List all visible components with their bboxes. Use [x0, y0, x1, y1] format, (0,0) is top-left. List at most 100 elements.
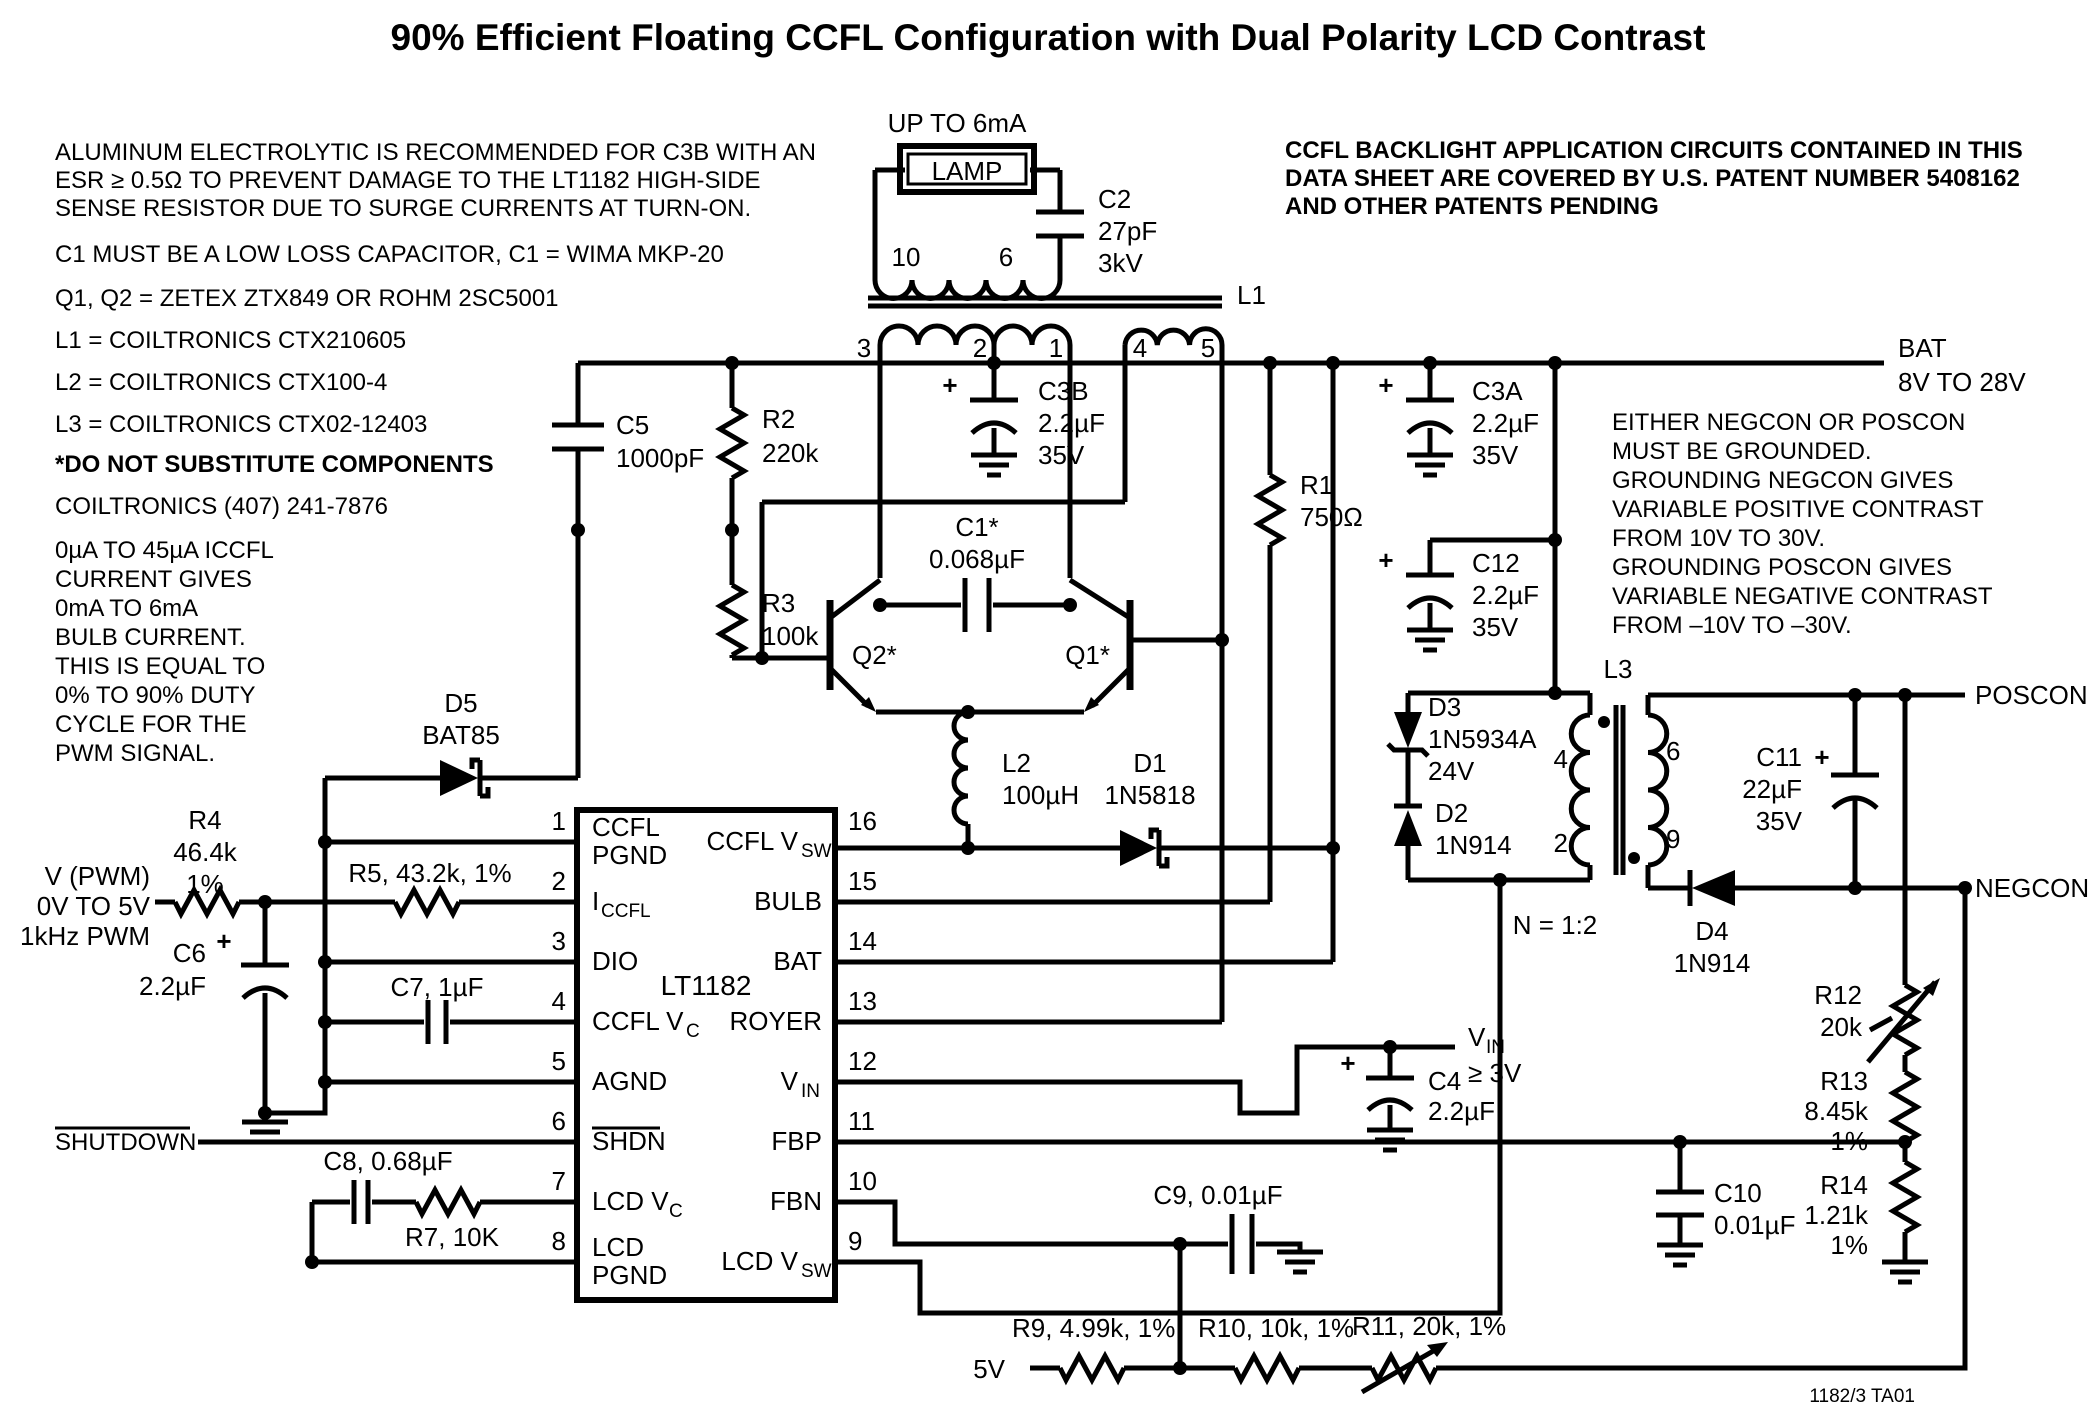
pin-number: 5 [552, 1046, 566, 1076]
note-patent: CCFL BACKLIGHT APPLICATION CIRCUITS CONT… [1285, 137, 2023, 220]
junction-dot [1326, 356, 1340, 370]
ic-pin-labels-left: CCFL PGND I CCFL DIO CCFL V C AGND SHDN … [592, 812, 700, 1290]
pin-number: 1 [552, 806, 566, 836]
r2-value: 220k [762, 438, 819, 468]
d5-cathode [469, 757, 491, 799]
c7-label: C7, 1µF [390, 972, 483, 1002]
pin-label-lcd-vsw-sub: SW [801, 1261, 832, 1282]
doc-id: 1182/3 TA01 [1809, 1386, 1915, 1407]
resistor-r9 [1057, 1350, 1127, 1386]
lamp-label: LAMP [932, 156, 1003, 186]
q1-emitter [1090, 666, 1132, 708]
diodes [440, 712, 1735, 906]
r14-value: 1.21k [1804, 1200, 1869, 1230]
note-line: 0µA TO 45µA ICCFL [55, 537, 274, 564]
c11-value: 22µF [1742, 774, 1802, 804]
d1-triangle [1120, 830, 1157, 866]
cap-c5 [552, 422, 604, 452]
d2-ref: D2 [1435, 798, 1468, 828]
pin-number: 7 [552, 1166, 566, 1196]
junction-dot [1383, 1040, 1397, 1054]
junction-dot [1326, 841, 1340, 855]
vin-label: V [1468, 1022, 1486, 1052]
junction-dot [258, 1106, 272, 1120]
d2-part: 1N914 [1435, 830, 1512, 860]
pin-number: 14 [848, 926, 877, 956]
note-line: EITHER NEGCON OR POSCON [1612, 409, 1965, 436]
q2-emitter-arrow [861, 697, 876, 712]
r13-tolerance: 1% [1830, 1126, 1868, 1156]
c1-value: 0.068µF [929, 544, 1025, 574]
q1-emitter-arrow [1084, 697, 1099, 712]
junction-dot [1263, 356, 1277, 370]
pin-label-vin-sub: IN [801, 1081, 820, 1102]
l1-pin-2: 2 [973, 333, 987, 363]
junction-dot [318, 1075, 332, 1089]
r14-tolerance: 1% [1830, 1230, 1868, 1260]
d1-cathode [1148, 827, 1170, 869]
junction-dot [1423, 356, 1437, 370]
q1-ref: Q1* [1065, 640, 1110, 670]
pin-label-agnd: AGND [592, 1066, 667, 1096]
lamp-box-outer [897, 143, 1037, 195]
cap-c1 [962, 578, 992, 632]
cap-c2 [1036, 209, 1084, 239]
pin-label-lcd-vc-sub: C [669, 1201, 683, 1222]
pin-label-lcd-vc: LCD V [592, 1186, 669, 1216]
c10-ref: C10 [1714, 1178, 1762, 1208]
pin-label-iccfl-sub: CCFL [601, 901, 651, 922]
vin-label-sub: IN [1486, 1037, 1505, 1058]
r2-ref: R2 [762, 404, 795, 434]
junction-dot [318, 955, 332, 969]
d4-ref: D4 [1695, 916, 1728, 946]
bat-label: BAT [1898, 333, 1947, 363]
d3-ref: D3 [1428, 692, 1461, 722]
l1-pin-1: 1 [1049, 333, 1063, 363]
r1-ref: R1 [1300, 470, 1333, 500]
c12-plus: + [1378, 545, 1393, 575]
pin-number: 3 [552, 926, 566, 956]
junction-dot [571, 523, 585, 537]
junction-dot [1673, 1135, 1687, 1149]
pin-label-lcd-vsw: LCD V [721, 1246, 798, 1276]
note-line: CURRENT GIVES [55, 566, 252, 593]
shutdown-label: SHUTDOWN [55, 1129, 196, 1156]
ground-symbol [242, 1119, 288, 1145]
c2-value: 27pF [1098, 216, 1157, 246]
c8-label: C8, 0.68µF [323, 1146, 452, 1176]
c2-ref: C2 [1098, 184, 1131, 214]
d3-triangle [1394, 712, 1422, 748]
pin-number: 16 [848, 806, 877, 836]
c3b-rating: 35V [1038, 440, 1085, 470]
r12-ref: R12 [1814, 980, 1862, 1010]
c12-value: 2.2µF [1472, 580, 1539, 610]
note-line: BULB CURRENT. [55, 624, 246, 651]
c1-ref: C1* [955, 512, 998, 542]
c11-plus: + [1814, 742, 1829, 772]
ground-symbol [1407, 627, 1453, 653]
junction-dot [725, 356, 739, 370]
negcon-label: NEGCON [1975, 873, 2089, 903]
cap-c3a [1406, 397, 1454, 435]
r11-label: R11, 20k, 1% [1352, 1311, 1506, 1341]
note-l2: L2 = COILTRONICS CTX100-4 [55, 369, 387, 396]
pin-label-shdn: SHDN [592, 1126, 666, 1156]
r11-wiper-arrow [1360, 1343, 1444, 1395]
c3a-rating: 35V [1472, 440, 1519, 470]
q1-collector [1068, 577, 1132, 621]
l3-phase-dot-primary [1598, 716, 1610, 728]
note-line: THIS IS EQUAL TO [55, 653, 265, 680]
q2-ref: Q2* [852, 640, 897, 670]
junction-dot [1898, 1135, 1912, 1149]
lamp-pin-10: 10 [892, 242, 921, 272]
ic-pin-numbers-right: 16 15 14 13 12 11 10 9 [848, 806, 877, 1256]
l3-pin-4: 4 [1554, 744, 1568, 774]
cap-c10 [1656, 1189, 1704, 1218]
resistor-r2 [715, 405, 749, 481]
pin-label-ccfl-pgnd2: PGND [592, 840, 667, 870]
pin-label-lcd-pgnd: LCD [592, 1232, 644, 1262]
c3a-ref: C3A [1472, 376, 1523, 406]
junction-dot [1958, 881, 1972, 895]
l1-pin-4: 4 [1133, 333, 1147, 363]
